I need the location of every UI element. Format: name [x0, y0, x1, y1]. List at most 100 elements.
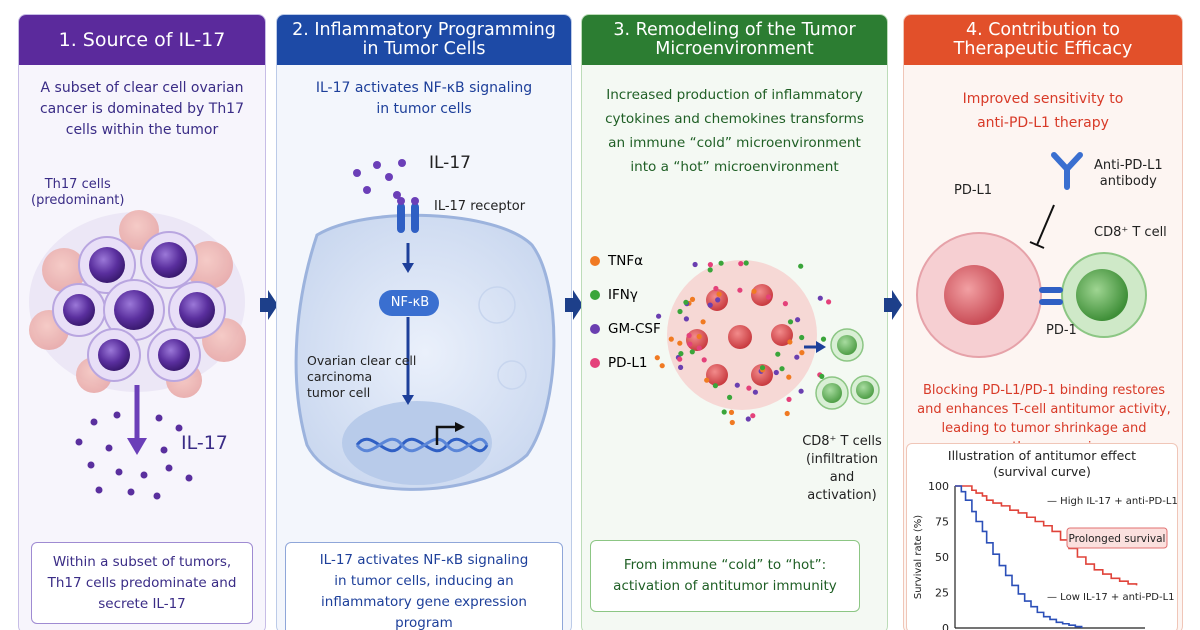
panel-intro: Increased production of inflammatory cyt… — [605, 87, 864, 175]
summary-box: Within a subset of tumors, Th17 cells pr… — [31, 542, 253, 624]
legend-label: GM-CSF — [608, 321, 661, 337]
legend-item: GM-CSF — [590, 321, 661, 337]
cytokine-dot — [787, 339, 793, 345]
pdl1-blockade-illustration — [916, 152, 1147, 358]
flow-arrow-2 — [565, 290, 583, 320]
cytokine-dot — [659, 363, 665, 369]
cytokine-dot — [715, 297, 721, 303]
cytokine-dot — [734, 382, 740, 388]
cytokine-dot — [677, 340, 683, 346]
cytokine-dot — [819, 373, 825, 379]
cytokine-dot — [727, 394, 733, 400]
cytokine-dot — [712, 383, 718, 389]
legend-item: TNFα — [590, 253, 661, 269]
y-tick-label: 100 — [928, 480, 949, 493]
legend-label: PD-L1 — [608, 355, 648, 371]
th17-cells-label: Th17 cells (predominant) — [31, 177, 125, 208]
anti-pdl1-antibody-label: Anti-PD-L1 antibody — [1094, 158, 1163, 189]
cd8-tcells-label: CD8⁺ T cells (infiltration and activatio… — [802, 434, 882, 503]
cytokine-dot — [746, 385, 752, 391]
cytokine-dot — [683, 316, 689, 322]
cytokine-dot — [707, 262, 713, 268]
y-tick-label: 50 — [935, 551, 949, 564]
chart-title: Illustration of antitumor effect (surviv… — [947, 448, 1137, 479]
cytokine-legend: TNFα IFNγ GM-CSF PD-L1 — [590, 253, 661, 371]
cytokine-dot — [696, 345, 702, 351]
cytokine-dot — [678, 351, 684, 357]
y-axis-label: Survival rate (%) — [913, 515, 924, 599]
cytokine-dot — [707, 267, 713, 273]
cytokine-dot — [701, 357, 707, 363]
cytokine-dot — [799, 334, 805, 341]
cytokine-dot — [654, 355, 660, 361]
cytokine-dot — [759, 365, 766, 371]
pdl1-label: PD-L1 — [954, 183, 993, 198]
cytokine-dot — [820, 336, 827, 342]
cytokine-dot — [786, 374, 792, 380]
panel-title: 3. Remodeling of the Tumor Microenvironm… — [582, 15, 887, 65]
cytokine-dot — [773, 369, 779, 376]
cytokine-dot — [689, 349, 695, 355]
cytokine-dot — [782, 301, 788, 307]
legend-label: IFNγ — [608, 287, 638, 303]
cytokine-dot — [683, 299, 689, 305]
cytokine-dot — [765, 294, 772, 300]
flow-arrow-1 — [260, 290, 278, 320]
cytokine-dot — [786, 396, 792, 402]
cytokine-dot — [795, 317, 801, 323]
cytokine-dot — [721, 409, 727, 415]
il17-receptor-label: IL-17 receptor — [434, 199, 526, 214]
panel-intro: IL-17 activates NF-κB signaling in tumor… — [315, 80, 533, 117]
legend-dot-icon — [590, 324, 600, 334]
flow-arrow-3 — [884, 290, 902, 320]
survival-series-line — [955, 485, 1138, 586]
cytokine-dot — [729, 419, 735, 426]
tumor-cell-label: Ovarian clear cell carcinoma tumor cell — [307, 353, 417, 400]
nfkb-label: NF-κB — [390, 295, 430, 310]
cytokine-dot — [689, 296, 696, 302]
legend-dot-icon — [590, 358, 600, 368]
cd8-tcell-label: CD8⁺ T cell — [1094, 225, 1167, 240]
series-label-low: — Low IL-17 + anti-PD-L1 — [1047, 592, 1175, 603]
survival-series-line — [955, 485, 1083, 628]
cytokine-dot — [718, 260, 724, 266]
cytokine-dot — [798, 388, 804, 394]
y-tick-label: 75 — [935, 516, 949, 529]
th17-tumor-cluster-illustration — [29, 210, 246, 500]
cytokine-dot — [656, 313, 662, 319]
cytokine-dot — [775, 351, 781, 357]
cytokine-dot — [826, 299, 832, 305]
cytokine-dot — [687, 341, 693, 347]
y-tick-label: 25 — [935, 587, 949, 600]
cytokine-dot — [728, 409, 735, 415]
panel-title: 1. Source of IL-17 — [19, 15, 265, 65]
legend-dot-icon — [590, 256, 600, 266]
panel-inflammatory-programming: 2. Inflammatory Programming in Tumor Cel… — [276, 14, 572, 630]
cytokine-dot — [787, 319, 794, 325]
cytokine-dot — [743, 260, 749, 266]
cytokine-dot — [713, 285, 719, 292]
cytokine-dot — [677, 308, 683, 315]
cytokine-dot — [779, 366, 785, 372]
panel-title: 2. Inflammatory Programming in Tumor Cel… — [277, 15, 571, 65]
cytokine-dot — [686, 332, 692, 339]
il17-ligand-label: IL-17 — [429, 153, 471, 173]
series-label-high: — High IL-17 + anti-PD-L1 — [1047, 496, 1178, 507]
il17-label: IL-17 — [181, 432, 228, 454]
cytokine-dot — [798, 263, 804, 269]
cytokine-dot — [784, 410, 790, 417]
pd1-label: PD-1 — [1046, 323, 1077, 338]
summary-box: From immune “cold” to “hot”: activation … — [590, 540, 860, 612]
panel-source-of-il17: 1. Source of IL-17 A subset of clear cel… — [18, 14, 266, 630]
panel-tme-remodeling: 3. Remodeling of the Tumor Microenvironm… — [581, 14, 888, 630]
panel-therapeutic-efficacy: 4. Contribution to Therapeutic Efficacy … — [903, 14, 1183, 630]
cytokine-dot — [700, 319, 706, 325]
annotation-box — [1066, 527, 1168, 549]
cytokine-dot — [716, 291, 722, 297]
summary-box: IL-17 activates NF-κB signaling in tumor… — [285, 542, 563, 630]
panel-title: 4. Contribution to Therapeutic Efficacy — [904, 15, 1182, 65]
cytokine-dot — [668, 336, 674, 342]
cytokine-dot — [745, 416, 751, 422]
legend-label: TNFα — [608, 253, 644, 269]
cytokine-dot — [750, 413, 756, 419]
